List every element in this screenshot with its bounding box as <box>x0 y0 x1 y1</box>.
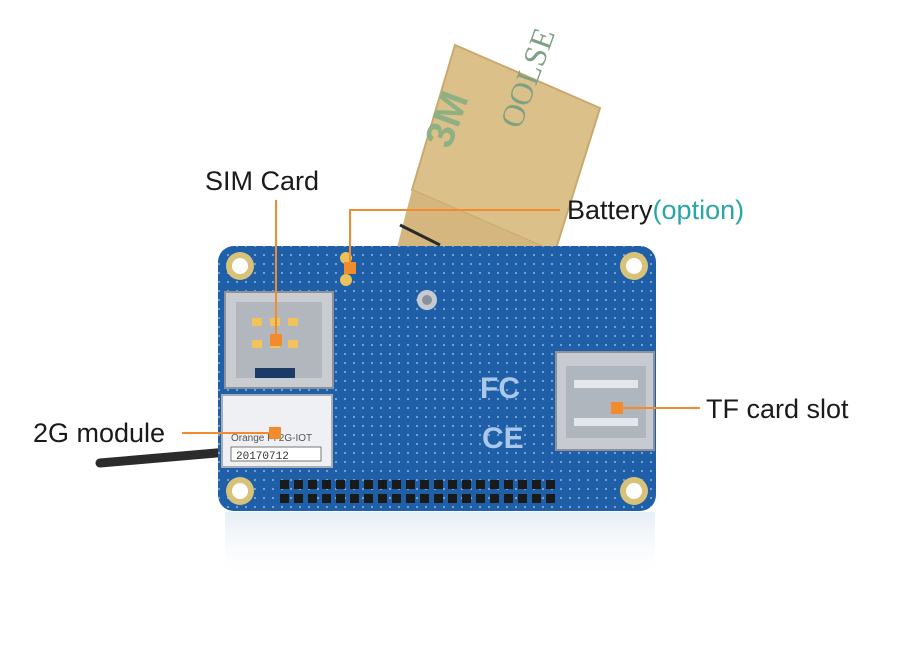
battery-label: Battery(option) <box>567 197 744 224</box>
sim-card-label: SIM Card <box>205 166 320 196</box>
gpio-pin <box>546 480 555 489</box>
gpio-pin <box>322 494 331 503</box>
antenna-cable <box>95 447 233 468</box>
gpio-pin <box>392 494 401 503</box>
gpio-pin <box>462 480 471 489</box>
gpio-pin <box>518 480 527 489</box>
gpio-pin <box>448 494 457 503</box>
module-label-line2: 20170712 <box>236 451 289 463</box>
gpio-pin <box>406 494 415 503</box>
gpio-pin <box>350 494 359 503</box>
gpio-pin <box>476 494 485 503</box>
gpio-pin <box>364 480 373 489</box>
gpio-pin <box>546 494 555 503</box>
callout-sim <box>270 200 282 346</box>
gpio-pin <box>280 480 289 489</box>
gpio-pin <box>364 494 373 503</box>
gpio-pin <box>490 494 499 503</box>
callout-2g-module <box>182 427 281 439</box>
gpio-pin <box>420 494 429 503</box>
mounting-screw <box>417 290 437 310</box>
mounting-hole <box>620 477 648 505</box>
gpio-pin <box>448 480 457 489</box>
gpio-pin <box>434 480 443 489</box>
gpio-pin <box>378 480 387 489</box>
gpio-pin <box>392 480 401 489</box>
gpio-pin <box>518 494 527 503</box>
tf-card-slot-hardware <box>555 351 655 451</box>
callout-battery <box>344 209 560 274</box>
2g-module-label: 2G module <box>33 418 166 448</box>
gpio-pin <box>308 494 317 503</box>
gpio-pin <box>532 494 541 503</box>
gpio-pin <box>350 480 359 489</box>
mounting-hole <box>226 477 254 505</box>
gpio-pin <box>504 494 513 503</box>
mounting-hole <box>620 252 648 280</box>
gpio-pin <box>336 480 345 489</box>
battery-pad <box>340 274 352 286</box>
tf-card-slot-label: TF card slot <box>706 394 849 424</box>
gpio-pin <box>294 480 303 489</box>
fcc-mark: FC <box>480 372 520 405</box>
gpio-pin <box>420 480 429 489</box>
gpio-pin <box>490 480 499 489</box>
gpio-pin <box>532 480 541 489</box>
gpio-pin <box>476 480 485 489</box>
gpio-pin <box>280 494 289 503</box>
gpio-pin <box>406 480 415 489</box>
gpio-pin <box>308 480 317 489</box>
gpio-pin <box>434 494 443 503</box>
gpio-pin <box>504 480 513 489</box>
mounting-hole <box>226 252 254 280</box>
ce-mark: CE <box>482 422 524 455</box>
gpio-pin <box>462 494 471 503</box>
gpio-pin <box>336 494 345 503</box>
board-reflection <box>225 512 655 582</box>
callout-tf-slot <box>611 402 700 414</box>
gpio-pin <box>322 480 331 489</box>
gpio-header <box>280 480 555 503</box>
battery-option-text: (option) <box>652 195 745 225</box>
pcb-board: Orange Pi 2G-IOT 20170712 FC CE <box>218 246 656 511</box>
gpio-pin <box>378 494 387 503</box>
battery-label-text: Battery <box>567 195 653 225</box>
gpio-pin <box>294 494 303 503</box>
